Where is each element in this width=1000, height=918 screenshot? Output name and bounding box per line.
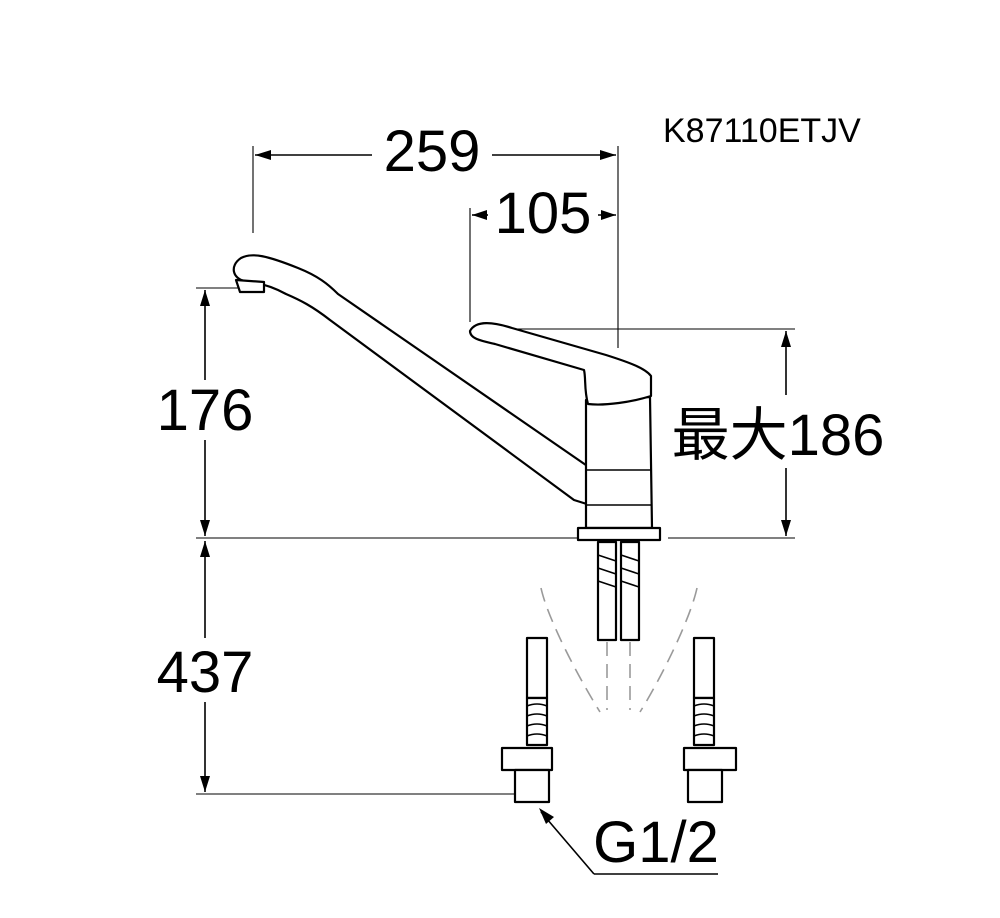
aerator <box>234 278 266 294</box>
supply-shanks <box>596 540 641 710</box>
thread-label: G1/2 <box>593 810 719 875</box>
dimension-105-label: 105 <box>495 181 592 246</box>
dimension-176: 176 <box>157 287 254 536</box>
spout <box>232 254 599 507</box>
mounting-base <box>576 526 662 542</box>
dimension-max-186-label: 最大186 <box>672 403 885 468</box>
model-number: K87110ETJV <box>663 112 861 150</box>
thread-callout: G1/2 <box>539 808 719 875</box>
dimension-max-186: 最大186 <box>512 328 885 536</box>
supply-hose-left <box>500 636 554 804</box>
dimension-437: 437 <box>157 541 514 795</box>
lever-handle <box>468 322 653 406</box>
supply-hose-right <box>682 636 738 804</box>
faucet <box>232 254 662 542</box>
dimension-259-label: 259 <box>384 119 481 184</box>
dimension-437-label: 437 <box>157 640 254 705</box>
dimension-105: 105 <box>469 181 616 322</box>
faucet-body <box>584 395 654 530</box>
dimension-259: 259 <box>252 119 619 348</box>
hose-routing-lines <box>540 587 698 713</box>
dimension-176-label: 176 <box>157 378 254 443</box>
